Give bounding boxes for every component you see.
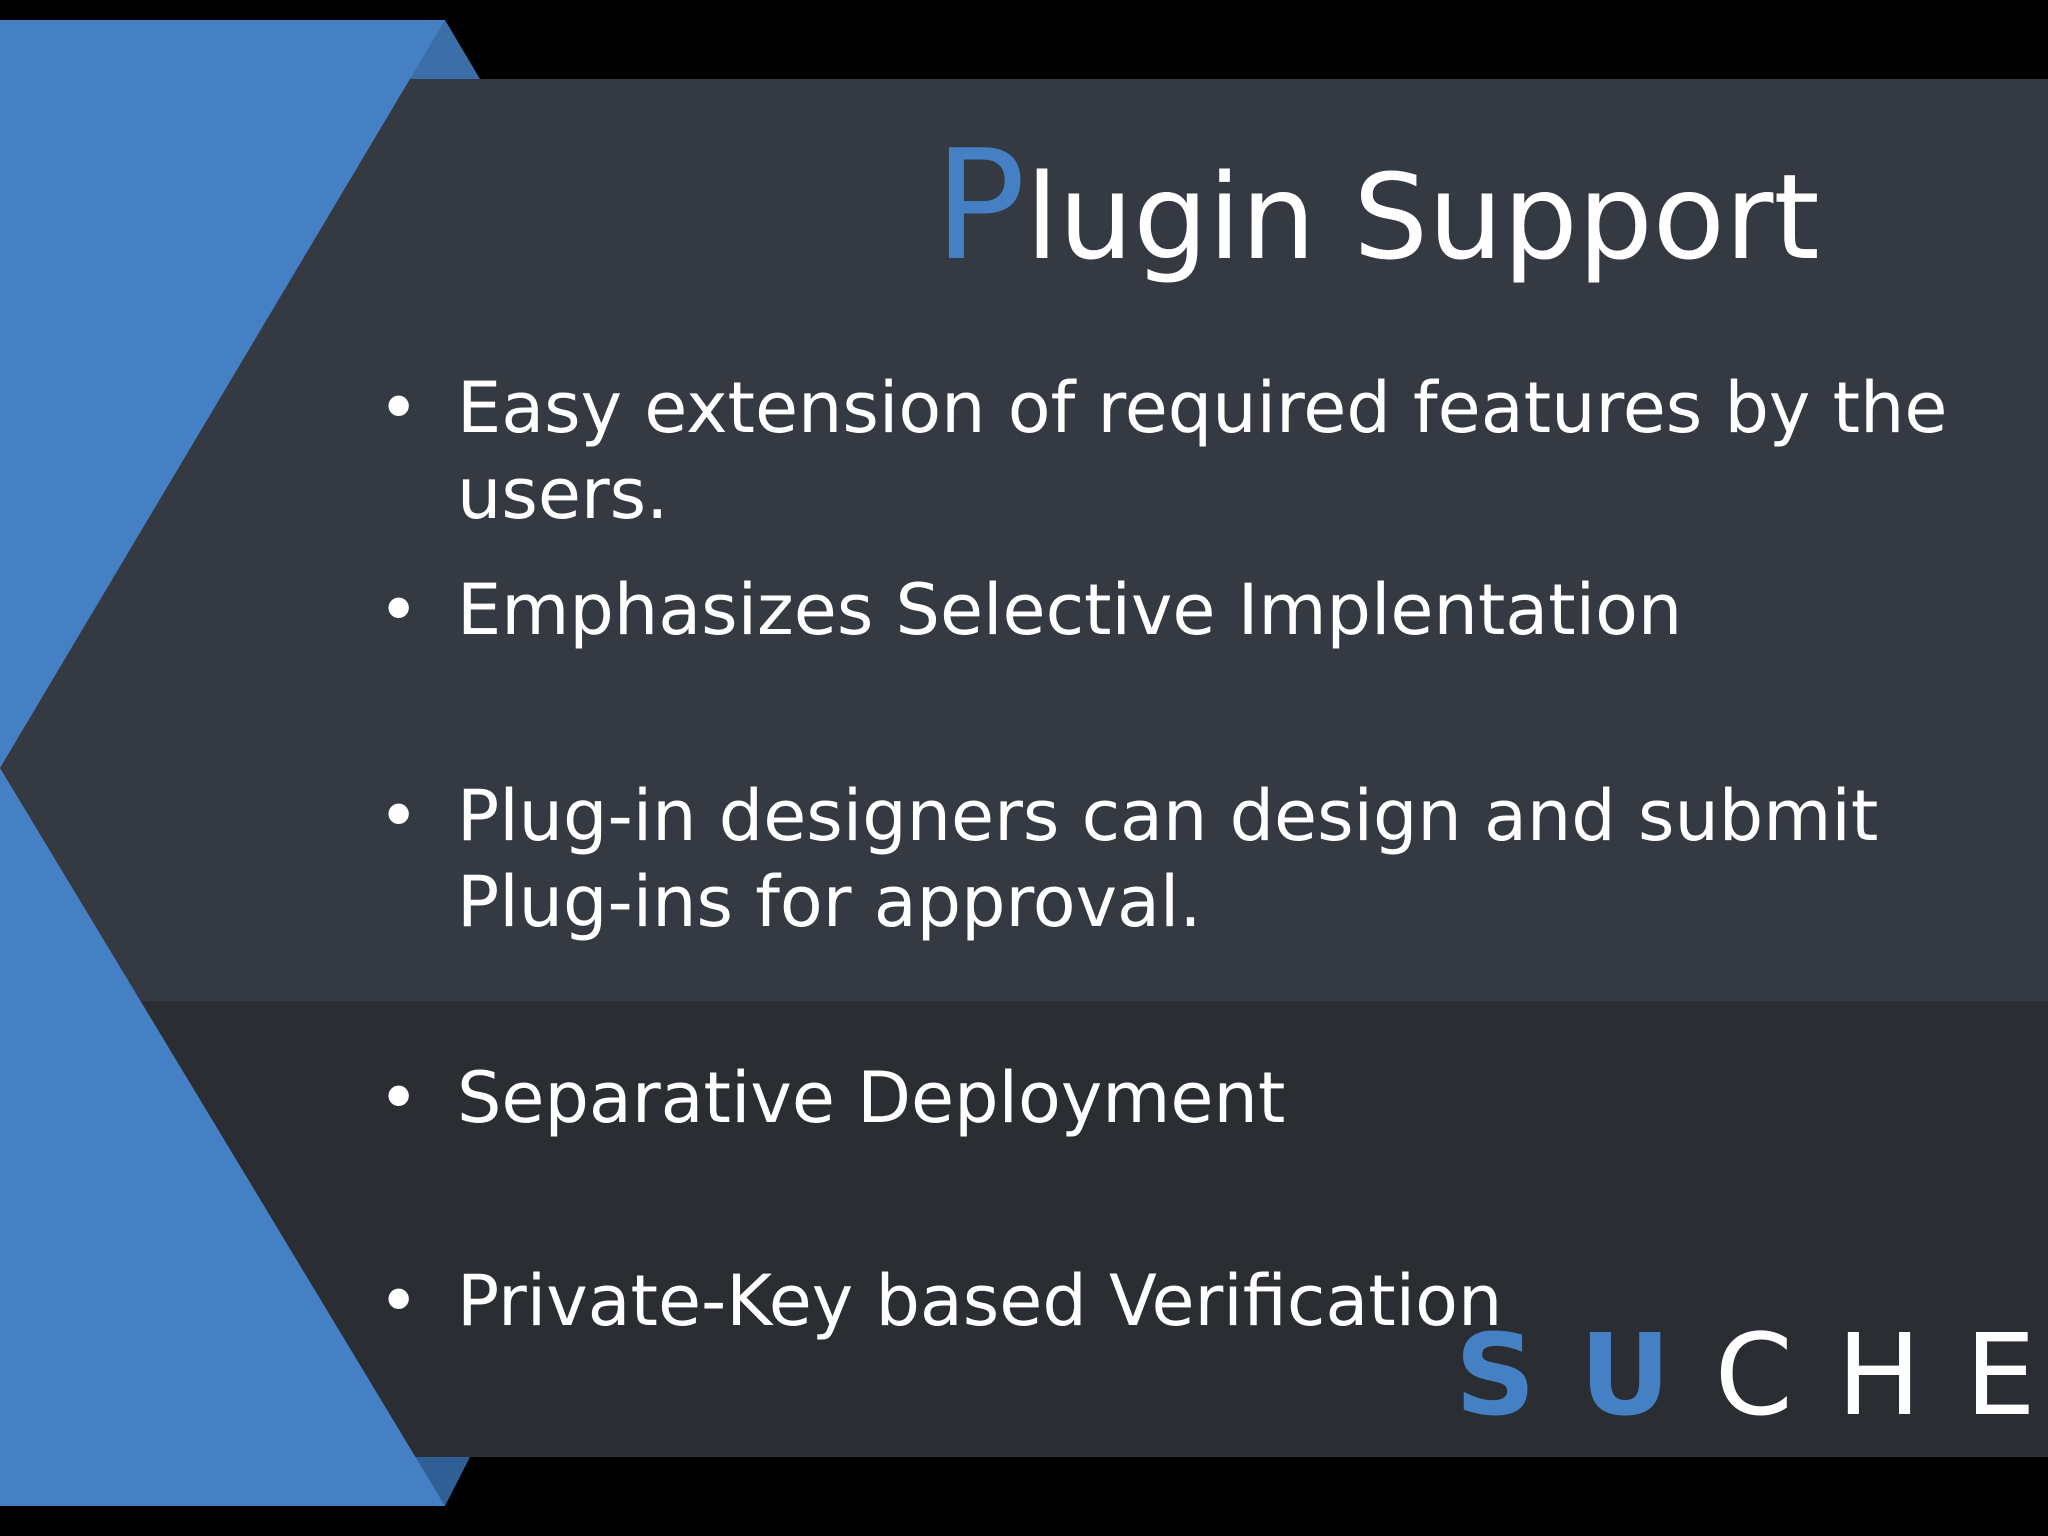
bullet-text: Plug-in designers can design and submit … bbox=[457, 775, 1879, 943]
bullet-item: • Plug-in designers can design and submi… bbox=[378, 773, 2018, 945]
logo-rest: CHE bbox=[1714, 1311, 2048, 1441]
bullet-icon: • bbox=[378, 367, 420, 449]
chevron-body bbox=[0, 20, 445, 1506]
bullet-item: • Separative Deployment bbox=[378, 1055, 2018, 1141]
bullet-text: Separative Deployment bbox=[457, 1057, 1286, 1139]
bullet-icon: • bbox=[378, 775, 420, 857]
bullet-item: • Private-Key based Verification bbox=[378, 1258, 2018, 1344]
bullet-icon: • bbox=[378, 569, 420, 651]
title-initial: P bbox=[934, 117, 1026, 294]
bullet-icon: • bbox=[378, 1260, 420, 1342]
bullet-text: Private-Key based Verification bbox=[457, 1260, 1503, 1342]
slide-title: Plugin Support bbox=[934, 115, 1820, 297]
bullet-item: • Emphasizes Selective Implentation bbox=[378, 567, 2018, 653]
title-rest: lugin Support bbox=[1025, 148, 1820, 286]
suche-logo: SUCHE bbox=[1455, 1320, 2048, 1432]
bullet-text: Emphasizes Selective Implentation bbox=[457, 569, 1683, 651]
logo-highlight: SU bbox=[1455, 1311, 1715, 1441]
bullet-item: • Easy extension of required features by… bbox=[378, 365, 2018, 537]
upper-panel bbox=[0, 79, 2048, 1001]
bullet-text: Easy extension of required features by t… bbox=[457, 367, 1948, 535]
bullet-icon: • bbox=[378, 1057, 420, 1139]
